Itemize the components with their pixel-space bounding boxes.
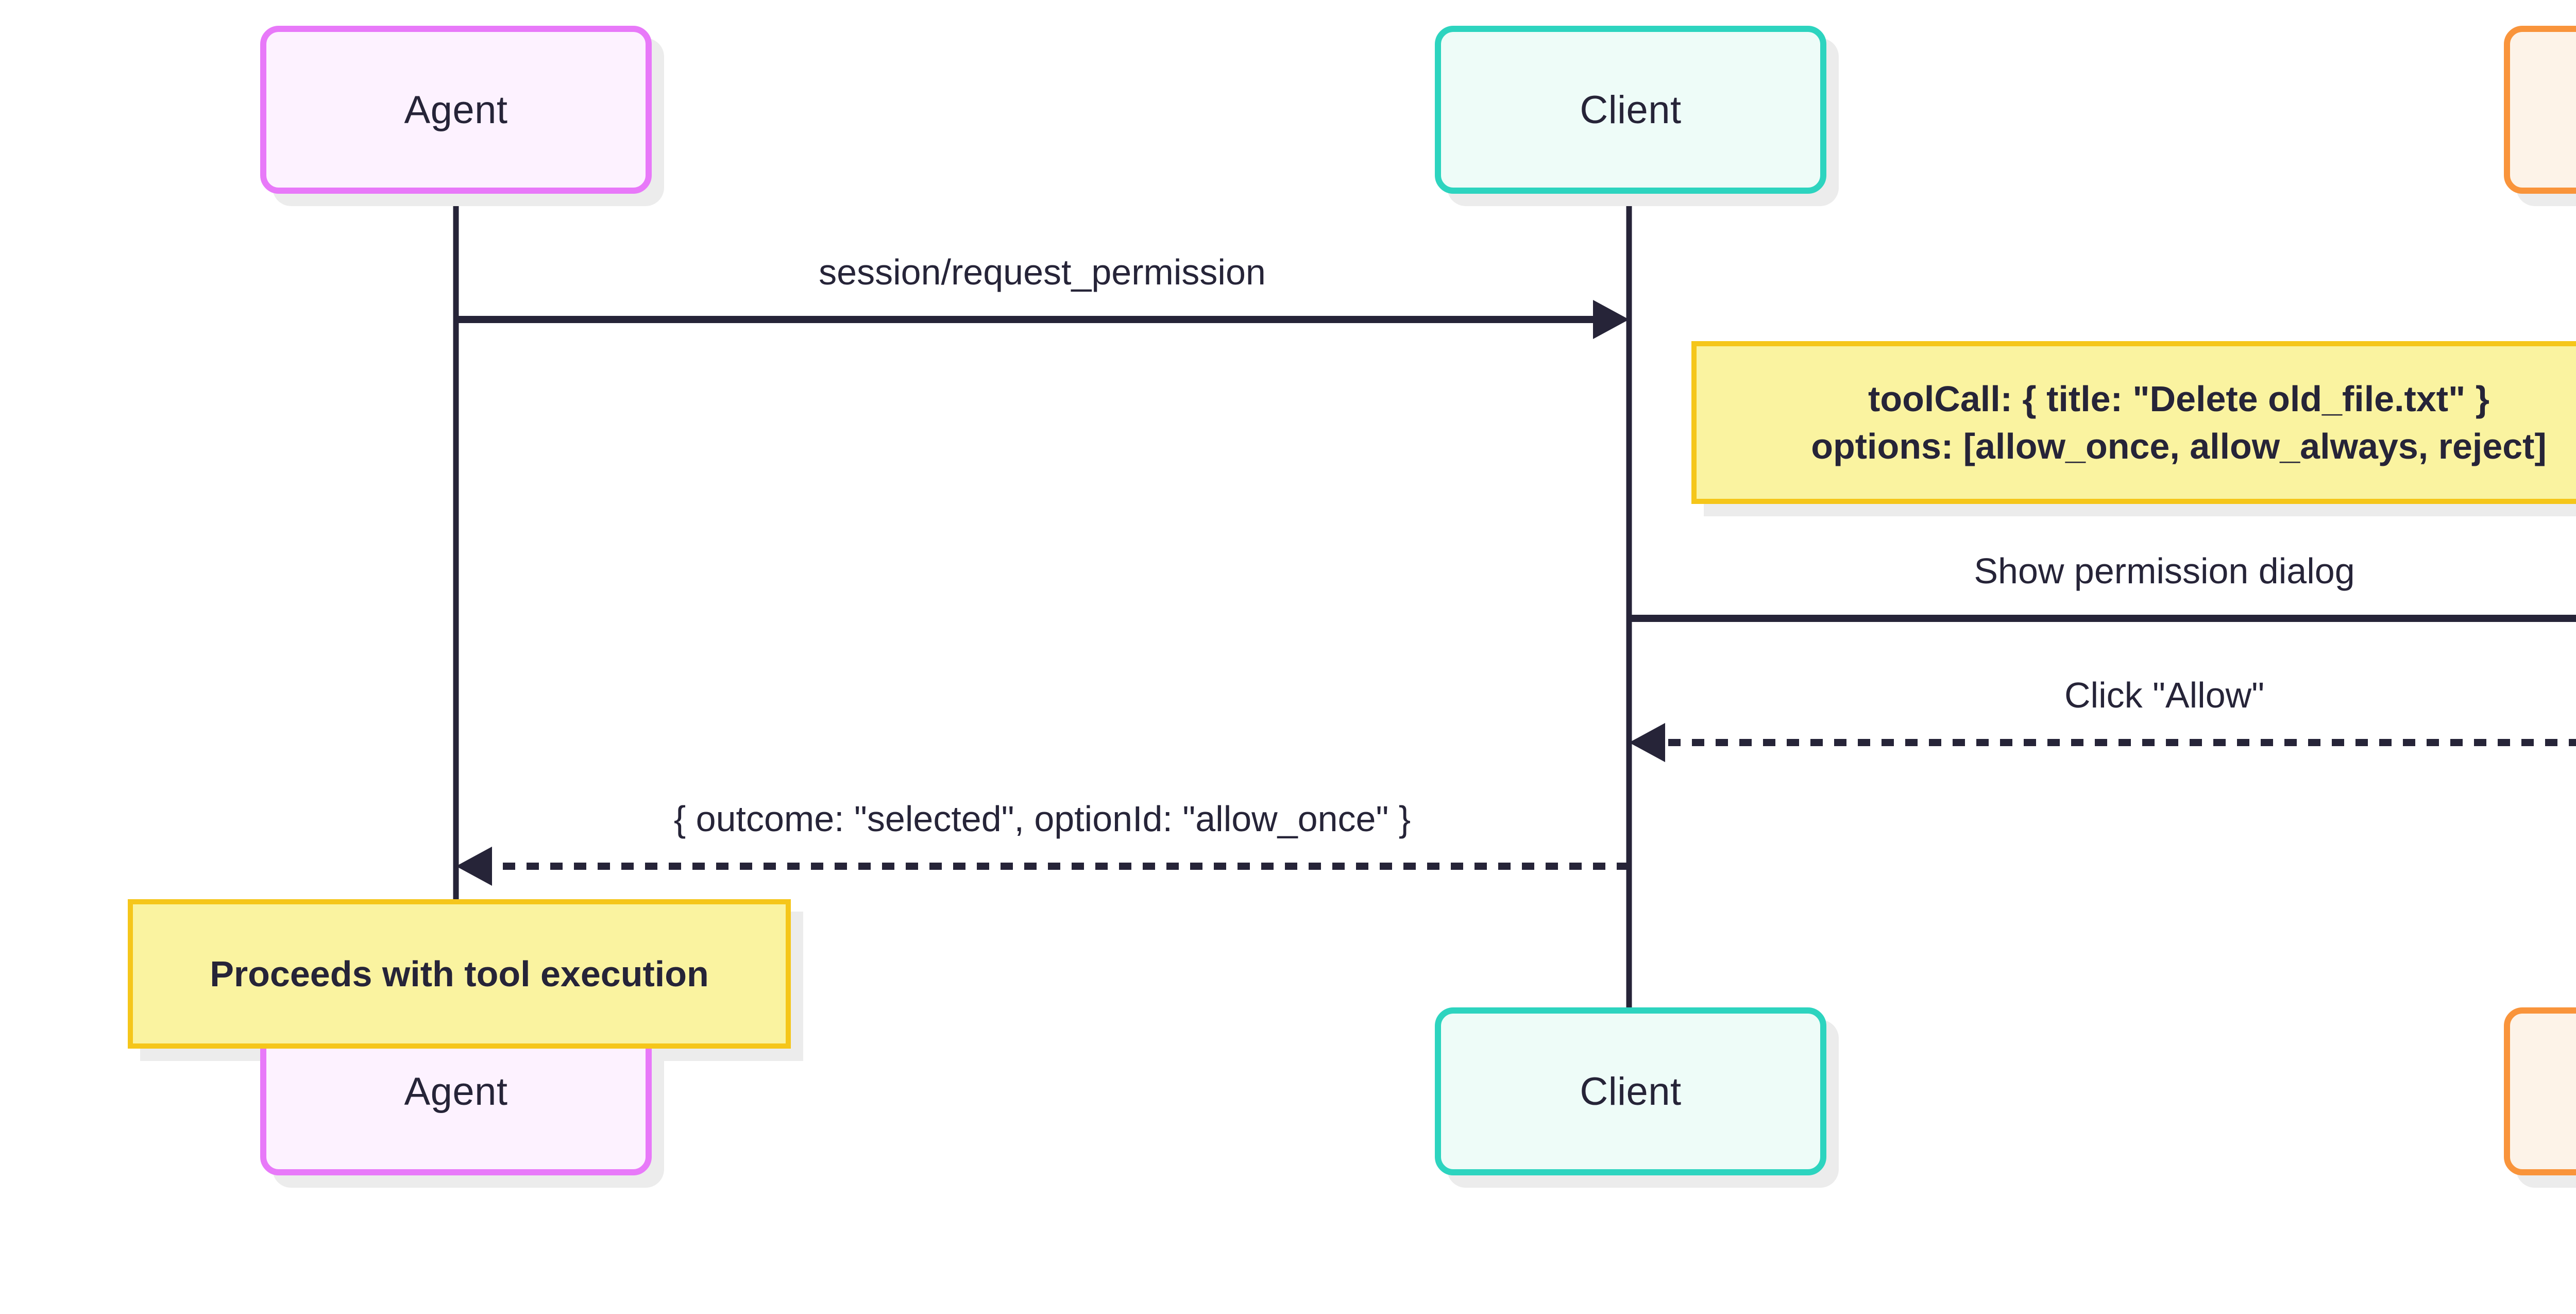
actor-label-client-bottom: Client bbox=[1580, 1069, 1682, 1114]
actor-label-agent-bottom: Agent bbox=[404, 1069, 508, 1114]
note-toolcall-line-1: toolCall: { title: "Delete old_file.txt"… bbox=[1868, 378, 2489, 419]
message-label-click-allow: Click "Allow" bbox=[2064, 675, 2265, 715]
note-toolcall: toolCall: { title: "Delete old_file.txt"… bbox=[1691, 341, 2576, 504]
note-proceeds: Proceeds with tool execution bbox=[128, 899, 791, 1049]
note-proceeds-line-1: Proceeds with tool execution bbox=[210, 953, 709, 994]
message-label-permission-outcome: { outcome: "selected", optionId: "allow_… bbox=[673, 799, 1411, 839]
actor-box-agent-top[interactable]: Agent bbox=[260, 26, 652, 194]
actor-box-client-top[interactable]: Client bbox=[1435, 26, 1826, 194]
arrowhead-session-request-permission bbox=[1593, 300, 1629, 339]
arrowhead-click-allow bbox=[1629, 723, 1665, 762]
actor-box-user-bottom[interactable]: User bbox=[2504, 1007, 2576, 1175]
note-toolcall-line-2: options: [allow_once, allow_always, reje… bbox=[1811, 426, 2547, 466]
message-label-show-permission-dialog: Show permission dialog bbox=[1974, 551, 2355, 591]
message-label-session-request-permission: session/request_permission bbox=[819, 252, 1266, 292]
actor-label-client-top: Client bbox=[1580, 88, 1682, 132]
arrowhead-permission-outcome bbox=[456, 847, 492, 886]
actor-box-client-bottom[interactable]: Client bbox=[1435, 1007, 1826, 1175]
actor-label-agent-top: Agent bbox=[404, 88, 508, 132]
actor-box-user-top[interactable]: User bbox=[2504, 26, 2576, 194]
